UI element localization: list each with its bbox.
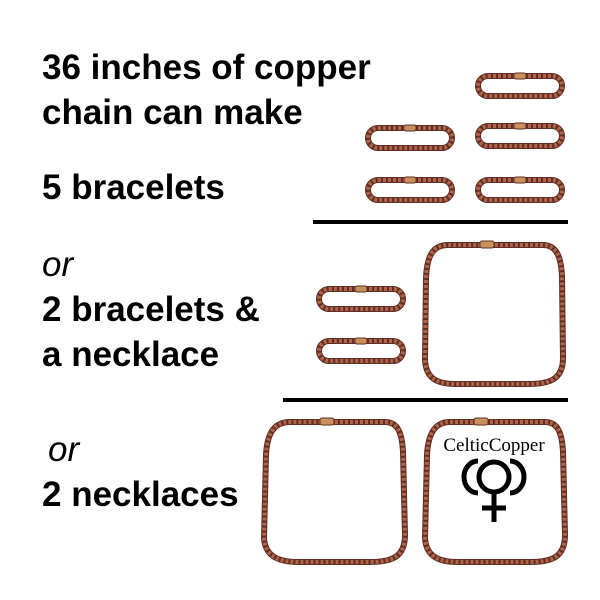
logo-wordmark: CelticCopper	[443, 435, 545, 456]
headline-line-2: chain can make	[42, 93, 303, 132]
headline-line-1: 36 inches of copper	[42, 48, 371, 87]
celtic-symbol-icon	[461, 458, 527, 522]
celtic-copper-logo: CelticCopper	[443, 435, 545, 522]
divider-line-2	[283, 398, 568, 402]
or-separator-2: or	[48, 430, 80, 469]
necklace	[422, 417, 568, 565]
bracelet	[475, 176, 565, 203]
bracelet	[475, 72, 565, 99]
option-two-necklaces: 2 necklaces	[42, 475, 239, 514]
bracelet	[475, 122, 565, 149]
necklace	[261, 417, 408, 565]
divider-line-1	[313, 220, 568, 224]
bracelet	[365, 176, 455, 203]
bracelet	[365, 124, 455, 151]
option-five-bracelets: 5 bracelets	[42, 168, 225, 207]
necklace	[422, 240, 566, 387]
option-bracelets-necklace-line-2: a necklace	[42, 335, 220, 374]
option-bracelets-necklace-line-1: 2 bracelets &	[42, 290, 260, 329]
or-separator-1: or	[42, 245, 74, 284]
bracelet	[316, 285, 406, 312]
bracelet	[316, 337, 406, 364]
